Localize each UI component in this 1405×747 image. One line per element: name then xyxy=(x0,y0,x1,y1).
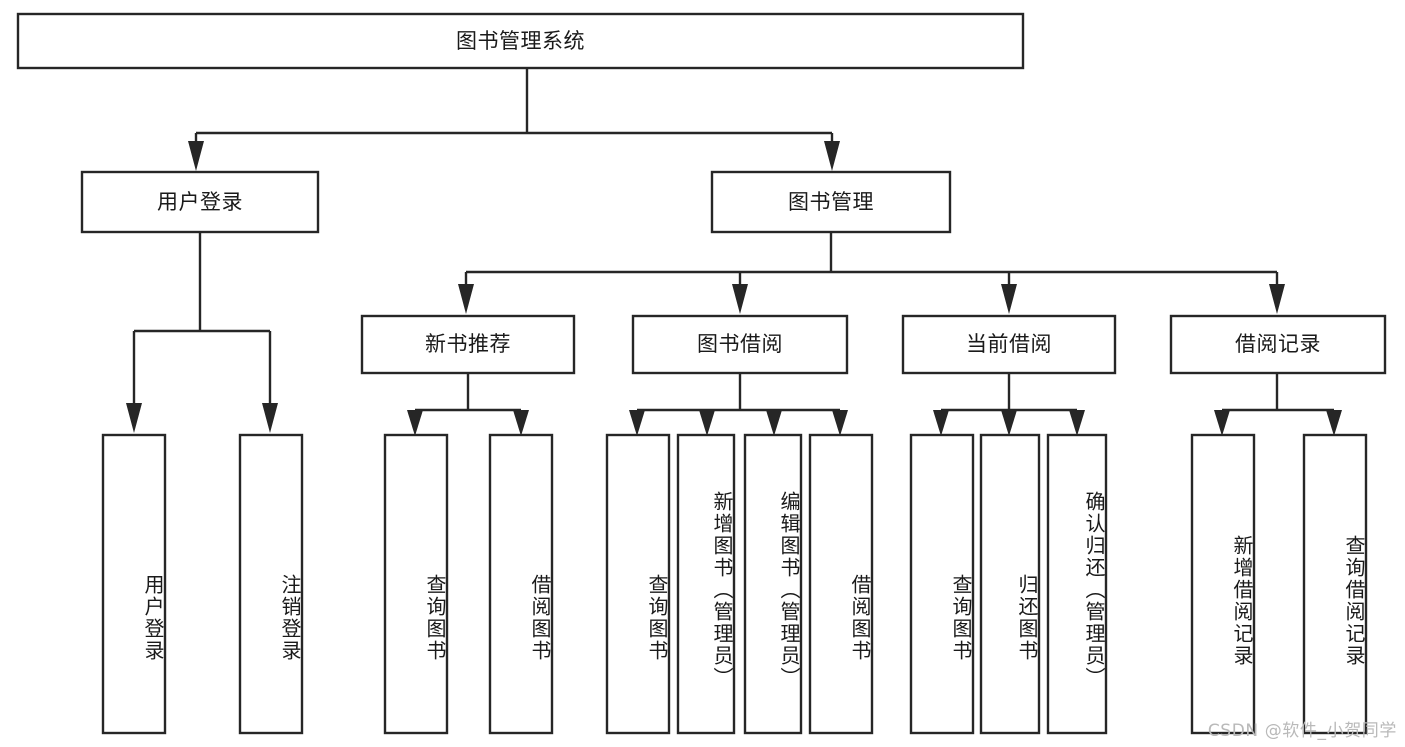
arrowhead-root-to-login xyxy=(188,141,204,171)
node-leaf-current-confirm-box[interactable] xyxy=(1046,433,1108,735)
node-leaf-record-query-box[interactable] xyxy=(1302,433,1368,735)
node-leaf-borrow-edit-box[interactable] xyxy=(743,433,803,735)
arrowhead-bookmgmt-child-3 xyxy=(1001,284,1017,314)
node-leaf-user-logout-box[interactable] xyxy=(238,433,304,735)
node-leaf-user-login-box[interactable] xyxy=(101,433,167,735)
node-leaf-current-return-box[interactable] xyxy=(979,433,1041,735)
arrowhead-root-to-bookmgmt xyxy=(824,141,840,171)
node-leaf-new-borrow-box[interactable] xyxy=(488,433,554,735)
arrowhead-current-child-1 xyxy=(933,410,949,436)
arrowhead-current-child-2 xyxy=(1001,410,1017,436)
arrowhead-newbook-child-2 xyxy=(513,410,529,436)
node-leaf-new-query-box[interactable] xyxy=(383,433,449,735)
arrowhead-bookmgmt-child-1 xyxy=(458,284,474,314)
csdn-watermark: CSDN @软件_小贺同学 xyxy=(1207,721,1397,741)
arrowhead-borrow-child-3 xyxy=(766,410,782,436)
node-root-box[interactable] xyxy=(16,12,1025,70)
arrowhead-newbook-child-1 xyxy=(407,410,423,436)
arrowhead-records-child-2 xyxy=(1326,410,1342,436)
node-borrow-box[interactable] xyxy=(631,314,849,375)
node-current-box[interactable] xyxy=(901,314,1117,375)
arrowhead-borrow-child-1 xyxy=(629,410,645,436)
node-records-box[interactable] xyxy=(1169,314,1387,375)
node-leaf-borrow-query-box[interactable] xyxy=(605,433,671,735)
arrowhead-bookmgmt-child-2 xyxy=(732,284,748,314)
arrowhead-login-child-1 xyxy=(126,403,142,433)
arrowhead-borrow-child-4 xyxy=(832,410,848,436)
arrowhead-borrow-child-2 xyxy=(699,410,715,436)
node-leaf-borrow-add-box[interactable] xyxy=(676,433,736,735)
node-leaf-borrow-take-box[interactable] xyxy=(808,433,874,735)
arrowhead-login-child-2 xyxy=(262,403,278,433)
arrowhead-records-child-1 xyxy=(1214,410,1230,436)
arrowhead-current-child-3 xyxy=(1069,410,1085,436)
node-leaf-record-add-box[interactable] xyxy=(1190,433,1256,735)
node-login-box[interactable] xyxy=(80,170,320,234)
node-leaf-current-query-box[interactable] xyxy=(909,433,975,735)
arrowhead-bookmgmt-child-4 xyxy=(1269,284,1285,314)
node-newbook-box[interactable] xyxy=(360,314,576,375)
node-bookmgmt-box[interactable] xyxy=(710,170,952,234)
